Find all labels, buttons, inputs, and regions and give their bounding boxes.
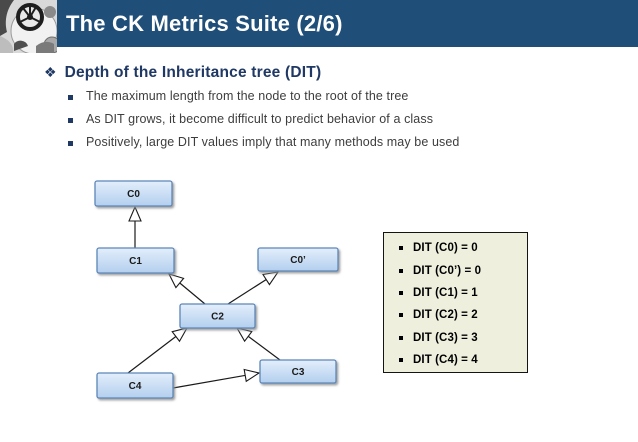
bullet-item-text: As DIT grows, it become difficult to pre… (86, 112, 434, 126)
dit-item: DIT (C0’) = 0 (384, 259, 527, 281)
dit-item-text: DIT (C2) = 2 (413, 309, 478, 322)
square-bullet-icon (68, 95, 73, 100)
section-heading-label: Depth of the Inheritance tree (DIT) (64, 64, 322, 81)
class-node-label: C1 (129, 256, 142, 267)
square-bullet-icon (68, 141, 73, 146)
class-node-C4: C4 (96, 372, 174, 399)
dit-item-text: DIT (C0) = 0 (413, 242, 478, 255)
inheritance-edge-C2-C1 (167, 273, 206, 305)
dit-values-box: DIT (C0) = 0 DIT (C0’) = 0 DIT (C1) = 1 DIT… (383, 232, 528, 373)
square-bullet-icon (399, 313, 403, 318)
dit-item-text: DIT (C1) = 1 (413, 286, 478, 299)
dit-item-text: DIT (C0’) = 0 (413, 264, 482, 277)
dit-item: DIT (C2) = 2 (384, 304, 527, 326)
dit-item-text: DIT (C3) = 3 (413, 331, 478, 344)
class-node-label: C3 (292, 367, 305, 378)
square-bullet-icon (399, 268, 403, 273)
bullet-list: The maximum length from the node to the … (68, 89, 459, 158)
bullet-item: As DIT grows, it become difficult to pre… (68, 112, 459, 135)
section-heading: ❖ Depth of the Inheritance tree (DIT) (44, 64, 321, 82)
class-node-C3: C3 (259, 359, 337, 384)
dit-item: DIT (C4) = 4 (384, 349, 527, 371)
bullet-item-text: The maximum length from the node to the … (86, 89, 409, 103)
class-node-label: C0 (127, 189, 140, 200)
inheritance-edge-C2-C0p (227, 271, 280, 305)
inheritance-edge-C4-C2 (127, 327, 189, 374)
class-node-C0p: C0’ (257, 247, 339, 272)
diamond-bullet-icon: ❖ (44, 64, 57, 80)
inheritance-edge-C3-C2 (235, 327, 281, 361)
clock-gears-photo (0, 0, 57, 53)
square-bullet-icon (399, 246, 403, 251)
bullet-item: The maximum length from the node to the … (68, 89, 459, 112)
bullet-item: Positively, large DIT values imply that … (68, 135, 459, 158)
class-node-label: C2 (211, 312, 224, 323)
dit-item: DIT (C3) = 3 (384, 327, 527, 349)
class-node-C0: C0 (94, 180, 173, 207)
dit-item: DIT (C1) = 1 (384, 282, 527, 304)
title-bar (0, 0, 638, 47)
square-bullet-icon (68, 118, 73, 123)
class-node-C2: C2 (179, 303, 256, 329)
square-bullet-icon (399, 358, 403, 363)
square-bullet-icon (399, 335, 403, 340)
bullet-item-text: Positively, large DIT values imply that … (86, 135, 460, 149)
dit-item-text: DIT (C4) = 4 (413, 354, 478, 367)
class-node-label: C0’ (290, 255, 306, 266)
class-node-label: C4 (129, 381, 142, 392)
gears-illustration (0, 0, 57, 53)
square-bullet-icon (399, 290, 403, 295)
inheritance-edge-C4-C3 (172, 368, 261, 389)
dit-item: DIT (C0) = 0 (384, 237, 527, 259)
page-title: The CK Metrics Suite (2/6) (66, 11, 343, 36)
class-node-C1: C1 (96, 247, 175, 274)
